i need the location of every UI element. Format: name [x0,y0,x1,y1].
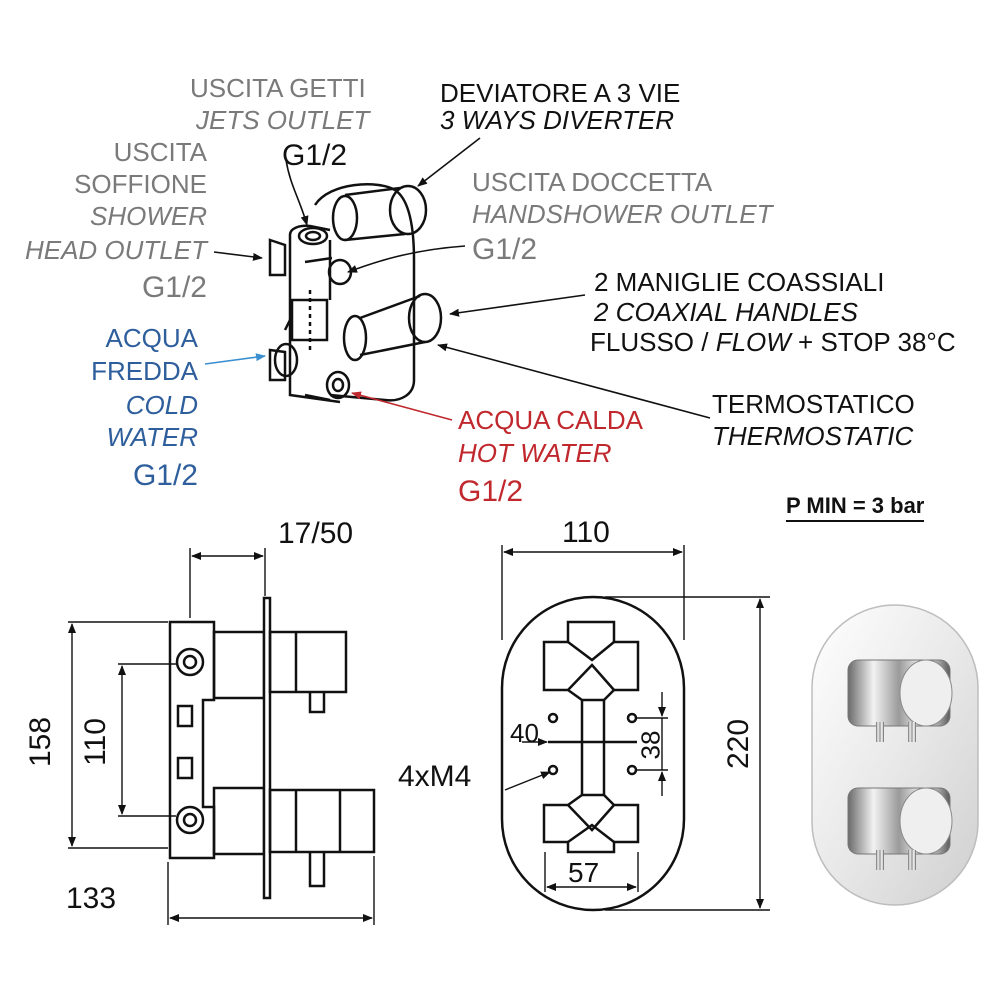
thermostatic-label-en: THERMOSTATIC [712,421,914,451]
cold-water-size: G1/2 [132,459,198,492]
handles-label-line2: 2 COAXIAL HANDLES [594,297,858,327]
handshower-label-it: USCITA DOCCETTA [472,167,713,197]
dim-158: 158 [24,716,58,768]
dim-220: 220 [722,718,756,770]
flow-label-en: FLOW [715,327,791,357]
dim-40: 40 [510,718,539,748]
leader-lines [204,137,711,421]
dim-57: 57 [568,857,600,888]
handshower-label-en: HANDSHOWER OUTLET [472,199,773,229]
shower-head-label-en2: HEAD OUTLET [24,235,207,265]
diverter-label-it: DEVIATORE A 3 VIE [440,78,681,108]
hot-water-size: G1/2 [458,475,524,508]
dim-133: 133 [66,882,117,915]
front-view [500,595,686,912]
thermostatic-label-it: TERMOSTATICO [712,389,915,419]
dim-38: 38 [635,730,666,760]
diverter-label-en: 3 WAYS DIVERTER [440,105,675,135]
dim-17-50: 17/50 [278,517,354,550]
cold-water-label-en2: WATER [106,422,198,452]
side-dimensions [68,548,375,925]
jets-outlet-label-it: USCITA GETTI [190,73,366,103]
handles-label-line1: 2 MANIGLIE COASSIALI [594,267,885,297]
flow-label-it: FLUSSO / [590,327,716,357]
cold-water-label-it1: ACQUA [105,323,198,353]
shower-head-label-en1: SHOWER [90,201,207,231]
hot-water-label-it: ACQUA CALDA [458,405,643,435]
product-render [811,604,979,906]
shower-head-label-it1: USCITA [113,137,207,167]
dim-110-side: 110 [78,718,112,766]
dim-110-top: 110 [562,516,610,549]
side-view [168,596,376,900]
cold-water-label-it2: FREDDA [91,356,198,386]
handshower-size: G1/2 [472,233,538,266]
handles-label-line3: FLUSSO / FLOW + STOP 38°C [590,326,956,358]
jets-outlet-label-en: JETS OUTLET [196,105,370,135]
cold-water-label-en1: COLD [125,390,198,420]
hot-water-label-en: HOT WATER [458,438,612,468]
front-dimensions [501,545,770,911]
min-pressure-label: P MIN = 3 bar [786,492,925,522]
shower-head-size: G1/2 [141,271,207,304]
shower-head-label-it2: SOFFIONE [74,169,207,199]
dim-4xm4: 4xM4 [398,760,472,793]
valve-body-iso [268,183,443,404]
stop-label: + STOP 38°C [790,327,956,357]
jets-outlet-size: G1/2 [282,139,348,172]
